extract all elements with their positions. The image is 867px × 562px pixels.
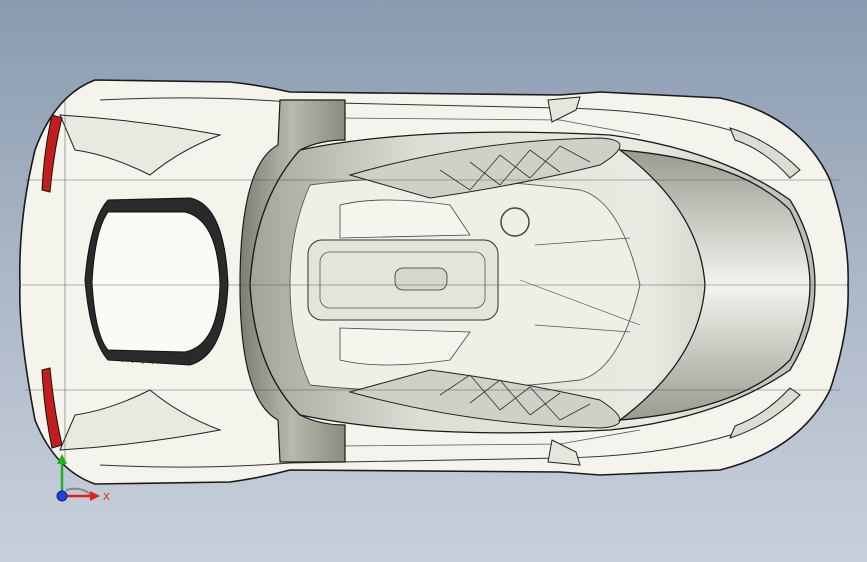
mirror-lower (547, 439, 581, 466)
seat-upper (339, 199, 471, 239)
z-axis-indicator (56, 490, 68, 502)
x-axis-label: X (103, 492, 110, 503)
canopy-rib-3 (519, 279, 641, 326)
coordinate-triad: X (56, 454, 110, 503)
tail-light-upper (41, 114, 63, 193)
rear-engine-cover (91, 211, 221, 353)
rear-upper-fender (59, 114, 222, 176)
canopy-frame-lower (348, 369, 621, 429)
plane-indicator (65, 487, 91, 495)
console-inner (319, 251, 486, 309)
gear-shifter (394, 267, 448, 291)
steering-wheel (500, 207, 530, 237)
construction-lines (22, 100, 848, 465)
rear-vent-upper (111, 199, 181, 211)
headlight-upper (729, 127, 801, 179)
upper-sill-line (339, 117, 641, 136)
canopy-rib-2 (534, 324, 631, 333)
y-axis-arrow (57, 454, 67, 464)
tail-light-lower (41, 367, 63, 449)
x-axis-arrow (90, 491, 100, 501)
seat-lower (339, 327, 471, 366)
headlight-lower (729, 387, 801, 439)
canopy-frame-upper (348, 137, 621, 199)
canopy-rib-1 (534, 237, 631, 246)
rear-lower-fender (59, 389, 222, 451)
rear-vent-lower (111, 353, 181, 365)
mirror-upper (547, 96, 581, 123)
canopy-lattice-lower (439, 374, 591, 421)
